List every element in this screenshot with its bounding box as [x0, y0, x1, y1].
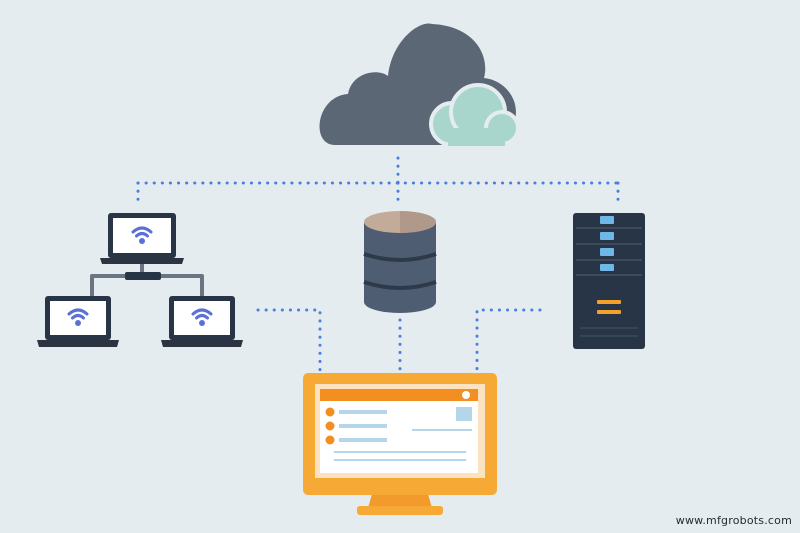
wifi-icon: [67, 308, 89, 320]
database-icon: [363, 211, 437, 313]
cloud-icon: [319, 23, 520, 147]
laptop-top: [100, 213, 184, 264]
dashboard-image-placeholder: [456, 407, 472, 421]
watermark-text: www.mfgrobots.com: [675, 514, 792, 527]
dashboard-window-button: [462, 391, 470, 399]
connector-server-to-monitor: [475, 308, 542, 372]
laptop-network-icon: [37, 213, 243, 347]
wifi-icon: [191, 308, 213, 320]
monitor-stand: [368, 494, 432, 508]
server-drive-bays: [576, 227, 642, 276]
server-vent-lines: [580, 327, 638, 337]
dashboard-list: [325, 407, 387, 445]
laptop-bottom-left: [37, 296, 119, 347]
server-status-lights: [600, 216, 614, 271]
wifi-icon: [131, 226, 153, 238]
dotted-connectors: [136, 156, 620, 372]
dashboard-text-lines: [334, 451, 466, 461]
monitor-base: [357, 506, 443, 515]
dashboard-header-bar: [320, 389, 478, 401]
connector-laptops-to-monitor: [256, 308, 322, 372]
laptop-bottom-right: [161, 296, 243, 347]
server-orange-slots: [597, 300, 621, 314]
monitor-dashboard-icon: [303, 373, 497, 515]
server-rack-icon: [573, 213, 645, 349]
